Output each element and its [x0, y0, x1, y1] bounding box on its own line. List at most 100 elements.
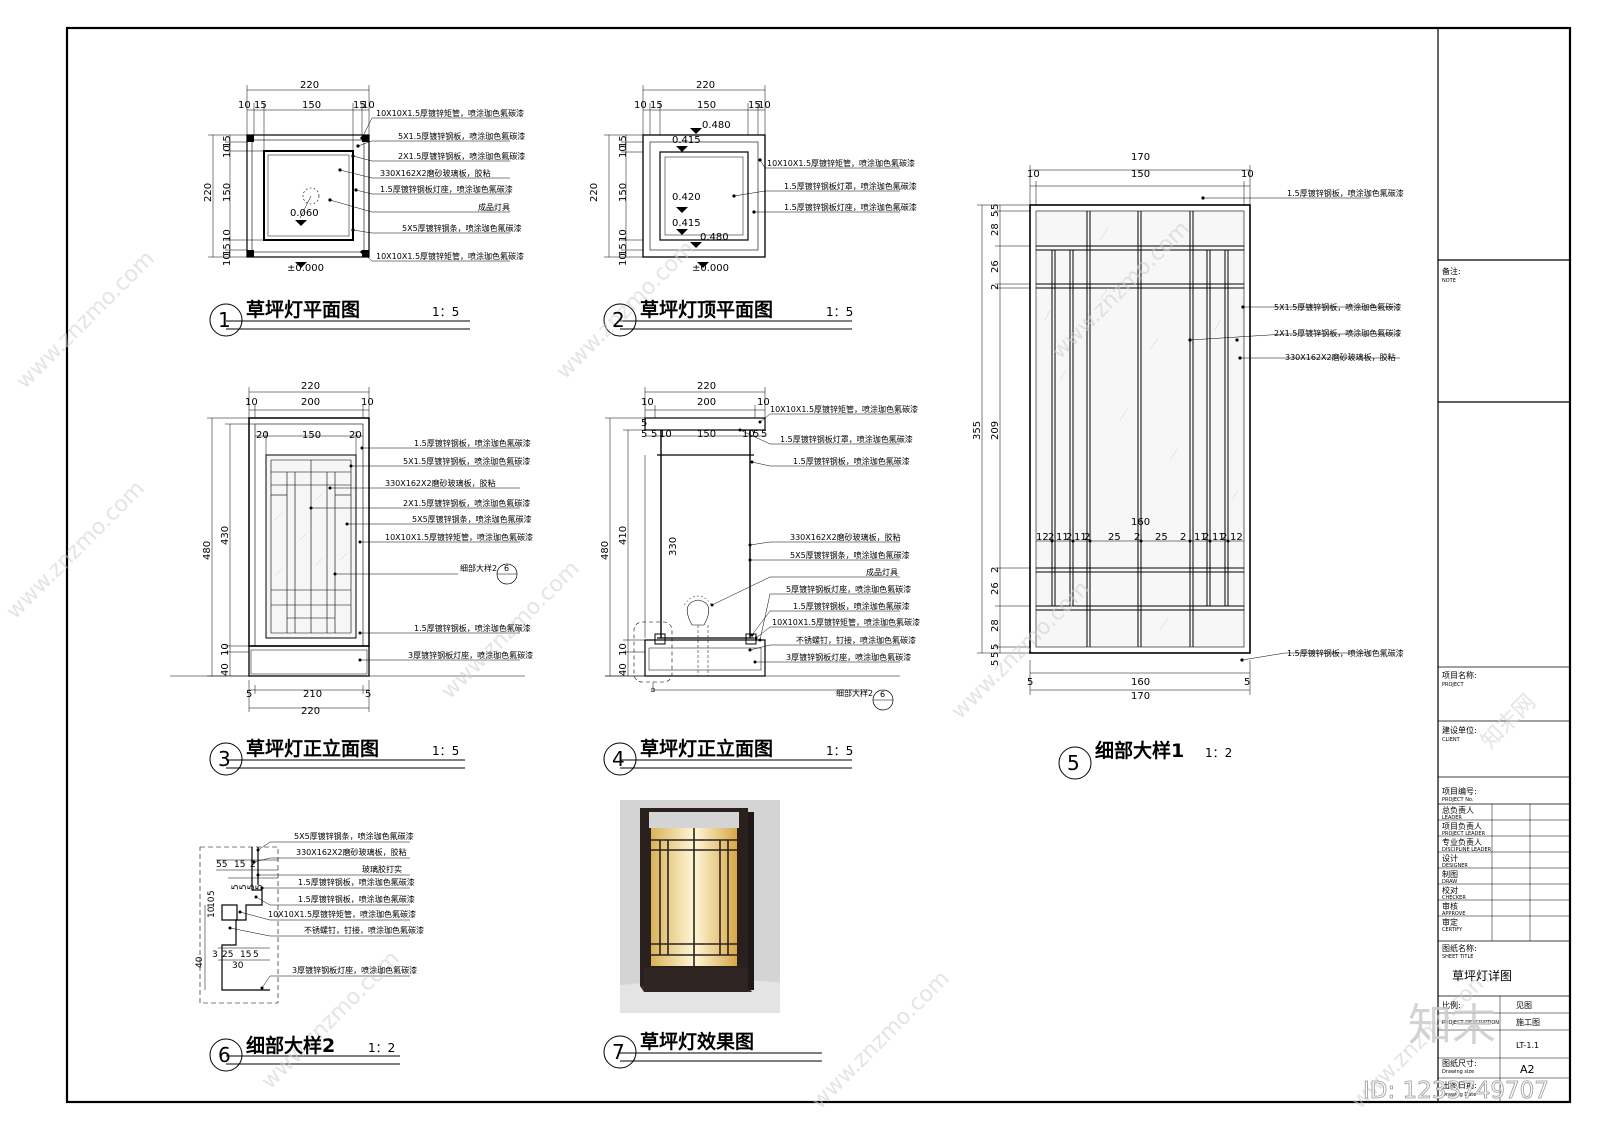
dim: 5: [990, 644, 1001, 650]
callout-label: 细部大样2: [836, 688, 873, 698]
dim: 5: [641, 418, 647, 429]
dim: 40: [618, 663, 629, 676]
note: 1.5厚镀锌钢板，喷涂珈色氟碳漆: [793, 601, 910, 611]
drawing-5-scale: 1：2: [1205, 746, 1232, 760]
dim: 15: [353, 100, 366, 111]
drawing-1-number: 1: [218, 308, 231, 332]
note: 3厚镀锌钢板灯座，喷涂珈色氟碳漆: [786, 652, 911, 662]
dim: 10: [362, 100, 375, 111]
watermarks: www.znzmo.com www.znzmo.com www.znzmo.co…: [2, 216, 1541, 1114]
dim: 410: [618, 526, 629, 545]
note: 330X162X2磨砂玻璃板，胶粘: [296, 847, 407, 857]
note: 5X5厚镀锌钢条，喷涂珈色氟碳漆: [412, 514, 532, 524]
tb-role-en: DRAW: [1442, 879, 1457, 885]
dim: 11: [1212, 532, 1225, 543]
tb-date-en: Drawing Date: [1442, 1092, 1476, 1098]
dim: 26: [990, 582, 1001, 595]
dim: 5: [761, 429, 767, 440]
dim-overall: 220: [300, 80, 319, 91]
dim: 2: [1203, 532, 1209, 543]
drawing-5-title: 细部大样1: [1095, 739, 1184, 762]
drawing-5-number: 5: [1067, 751, 1080, 775]
drawing-4-number: 4: [612, 747, 625, 771]
drawing-3-title: 草坪灯正立面图: [246, 737, 379, 760]
tb-role-en: DESIGNER: [1442, 863, 1468, 869]
callout-number: 6: [504, 564, 509, 573]
tb-ratio-value: 见图: [1516, 1001, 1532, 1010]
watermark-logo: 知末: [1408, 1000, 1496, 1051]
drawing-4-title: 草坪灯正立面图: [640, 737, 773, 760]
dim-overall: 220: [301, 706, 320, 717]
note: 1.5厚镀锌钢板，喷涂珈色氟碳漆: [298, 894, 415, 904]
dim: 55: [216, 860, 227, 870]
note: 5X1.5厚镀锌钢板，喷涂珈色氟碳漆: [403, 456, 530, 466]
note: 330X162X2磨砂玻璃板，胶粘: [380, 168, 491, 178]
drawing-4-section: [603, 387, 900, 776]
tb-project-label: 项目名称:: [1442, 670, 1477, 680]
dim: 10: [207, 896, 217, 908]
note: 1.5厚镀锌钢板灯座，喷涂珈色氟碳漆: [380, 184, 513, 194]
dim: 10: [618, 643, 629, 656]
note: 2X1.5厚镀锌钢板，喷涂珈色氟碳漆: [1274, 328, 1401, 338]
dim-overall: 355: [972, 421, 983, 440]
watermark-url: www.znzmo.com: [947, 576, 1095, 724]
title-block: [1438, 259, 1570, 1102]
dim: 20: [256, 430, 269, 441]
dim: 11: [1074, 532, 1087, 543]
tb-role: 项目负责人: [1442, 821, 1482, 831]
tb-sheet-label: 图纸名称:: [1442, 943, 1477, 953]
tb-sheet-en: SHEET TITLE: [1442, 954, 1473, 960]
tb-size-en: Drawing size: [1442, 1069, 1474, 1075]
dim-overall: 220: [203, 183, 214, 202]
dim: 10: [758, 100, 771, 111]
drawing-6-scale: 1：2: [368, 1041, 395, 1055]
watermark-url: www.znzmo.com: [1047, 216, 1195, 364]
sheet-border: [65, 26, 1572, 1104]
tb-desc-en: PROJECT DESCRIPTION: [1442, 1020, 1499, 1026]
dim: 12: [1230, 532, 1243, 543]
tb-role: 校对: [1442, 885, 1458, 895]
drawing-6-number: 6: [218, 1043, 231, 1067]
drawing-7-rendering: [603, 800, 822, 1069]
dim: 3: [212, 950, 218, 960]
callout-number: 6: [880, 690, 885, 699]
dim: 15: [618, 243, 629, 256]
dim: 430: [220, 526, 231, 545]
dim: 5: [247, 884, 257, 890]
drawing-7-number: 7: [612, 1040, 625, 1064]
callout-label: 细部大样2: [460, 563, 497, 573]
dim: 2: [1048, 532, 1054, 543]
dim: 2: [990, 567, 1001, 573]
dim: 5: [365, 689, 371, 700]
note: 330X162X2磨砂玻璃板，胶粘: [385, 478, 496, 488]
dim: 330: [668, 537, 679, 556]
tb-note-label: 备注:: [1442, 266, 1461, 276]
dim: 10: [641, 397, 654, 408]
dim-overall: 170: [1131, 152, 1150, 163]
note: 成品灯具: [478, 202, 510, 212]
tb-projno-en: PROJECT No.: [1442, 797, 1474, 803]
dim: 200: [697, 397, 716, 408]
dim: 2: [1180, 532, 1186, 543]
tb-date-label: 出图日期:: [1442, 1080, 1477, 1090]
tb-note-en: NOTE: [1442, 278, 1456, 284]
dim: 15: [240, 950, 251, 960]
note: 1.5厚镀锌钢板，喷涂珈色氟碳漆: [793, 456, 910, 466]
note: 1.5厚镀锌钢板，喷涂珈色氟碳漆: [298, 877, 415, 887]
note: 3厚镀锌钢板灯座，喷涂珈色氟碳漆: [408, 650, 533, 660]
watermark-url: www.znzmo.com: [12, 246, 160, 394]
dim: 150: [697, 100, 716, 111]
dim: 10: [742, 429, 755, 440]
dim: 2: [1221, 532, 1227, 543]
dim: 10: [757, 397, 770, 408]
level-mark: 0.420: [672, 192, 701, 203]
tb-dwgno-value: LT-1.1: [1516, 1041, 1539, 1050]
level-mark: 0.480: [700, 232, 729, 243]
dim: 160: [1131, 677, 1150, 688]
dim: 12: [1036, 532, 1049, 543]
dim: 11: [1056, 532, 1069, 543]
dim: 210: [303, 689, 322, 700]
note: 10X10X1.5厚镀锌矩管，喷涂珈色氟碳漆: [772, 617, 920, 627]
dim: 25: [1108, 532, 1121, 543]
